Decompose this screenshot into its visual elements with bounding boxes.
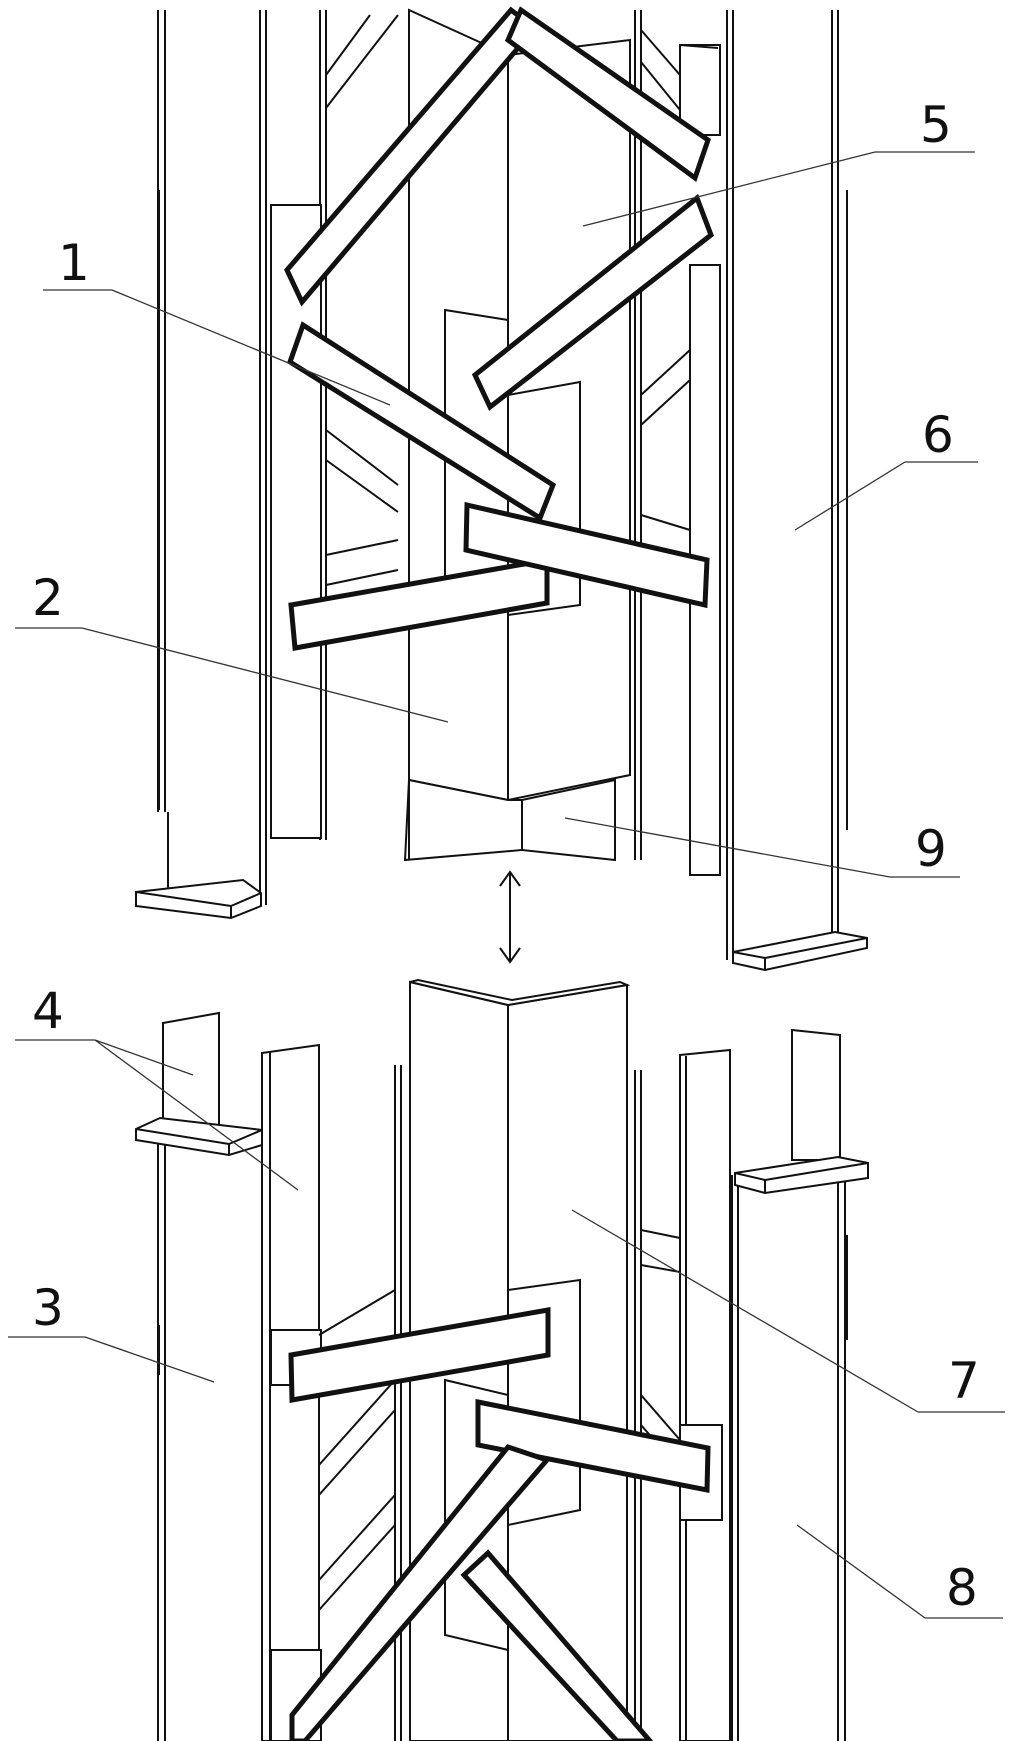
- callout-4: 4: [15, 982, 298, 1190]
- label-5: 5: [920, 96, 952, 154]
- upper-left-base-plate: [136, 880, 261, 918]
- callout-8: 8: [797, 1525, 1003, 1618]
- lower-right-outer-chord: [732, 1030, 868, 1741]
- upper-left-lacing: [326, 15, 398, 585]
- upper-column-segment: [136, 10, 867, 970]
- callout-6: 6: [795, 406, 978, 530]
- upper-left-chord: [136, 10, 266, 918]
- lower-column-segment: [136, 980, 868, 1741]
- label-1: 1: [58, 234, 90, 292]
- lower-left-inner-chord: [395, 1065, 401, 1741]
- upper-left-inner-chord: [271, 10, 326, 840]
- label-3: 3: [32, 1279, 64, 1337]
- callout-3: 3: [8, 1279, 214, 1382]
- label-6: 6: [922, 406, 954, 464]
- connection-arrow: [500, 872, 520, 962]
- callout-7: 7: [572, 1210, 1005, 1412]
- upper-right-chord: [727, 10, 867, 970]
- label-8: 8: [946, 1559, 978, 1617]
- lower-right-inner-chord: [635, 1050, 730, 1741]
- label-4: 4: [32, 982, 64, 1040]
- label-9: 9: [915, 820, 947, 878]
- label-7: 7: [948, 1352, 980, 1410]
- label-2: 2: [32, 569, 64, 627]
- callout-9: 9: [565, 818, 960, 878]
- lower-right-top-plate: [735, 1157, 868, 1193]
